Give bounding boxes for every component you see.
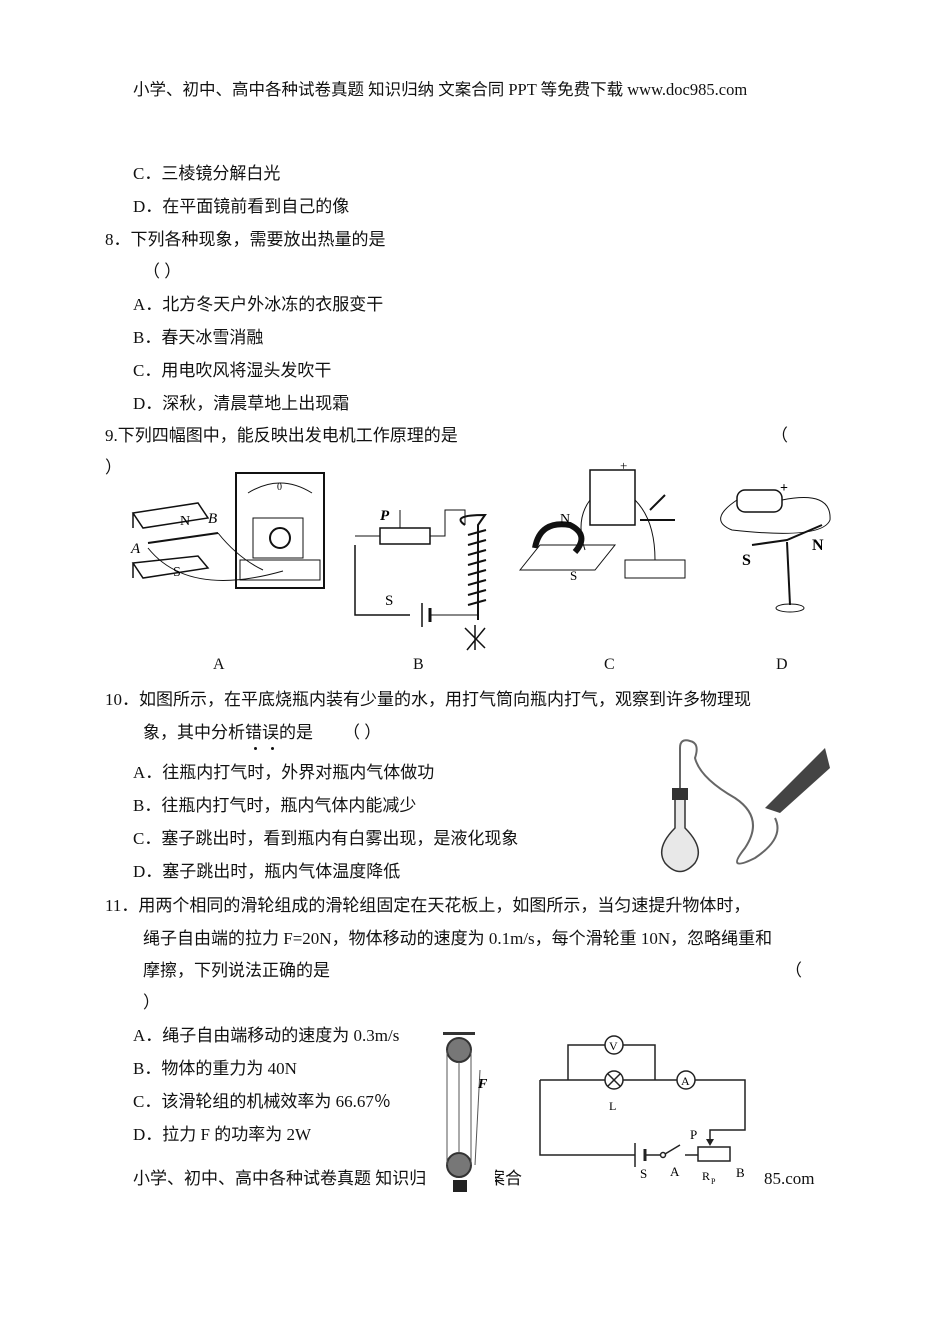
fig-d-n: N [812, 537, 824, 554]
rheostat-r-label: R [702, 1169, 710, 1183]
q11-bracket-close: ） [143, 993, 160, 1012]
q8-option-a: A．北方冬天户外冰冻的衣服变干 [133, 295, 384, 314]
q8-option-c: C．用电吹风将湿头发吹干 [133, 361, 332, 380]
q10-stem-post: 的是 [279, 723, 313, 742]
q10-option-c: C．塞子跳出时，看到瓶内有白雾出现，是液化现象 [133, 829, 519, 848]
q11-option-a: A．绳子自由端移动的速度为 0.3m/s [133, 1026, 400, 1045]
rheostat-a-label: A [670, 1164, 680, 1179]
q10-stem-line2: 象，其中分析错误的是 （ ） [143, 723, 381, 743]
q11-option-c: C．该滑轮组的机械效率为 66.67％ [133, 1092, 391, 1111]
q11-option-d: D．拉力 F 的功率为 2W [133, 1125, 312, 1144]
q10-bracket: （ ） [343, 723, 382, 742]
q9-label-d: D [776, 656, 788, 673]
voltmeter-label: V [609, 1039, 618, 1053]
q10-emphasis-2: 误 [262, 723, 279, 742]
q9-figure-b: P S [354, 508, 487, 651]
q10-flask-figure [660, 739, 830, 873]
fig-d-plus: + [780, 481, 788, 496]
fig-c-plus: + [620, 460, 627, 473]
q7-option-d: D．在平面镜前看到自己的像 [133, 197, 350, 216]
q11-circuit-figure: V A L P S A B R P [539, 1035, 746, 1186]
fig-a-n: N [180, 514, 190, 529]
q11-bracket-open: （ [785, 961, 802, 980]
q9-figure-c: N S + [518, 460, 686, 583]
q9-bracket-close: ） [105, 458, 122, 477]
q10-option-b: B．往瓶内打气时，瓶内气体内能减少 [133, 796, 417, 815]
rheostat-r-subscript: P [711, 1177, 716, 1186]
fig-c-n: N [560, 512, 570, 527]
fig-a-a: A [130, 541, 141, 557]
rheostat-b-label: B [736, 1165, 745, 1180]
q11-option-b: B．物体的重力为 40N [133, 1059, 297, 1078]
page-header: 小学、初中、高中各种试卷真题 知识归纳 文案合同 PPT 等免费下载 www.d… [133, 80, 748, 99]
q9-label-b: B [413, 656, 424, 673]
q9-bracket-open: （ [771, 426, 788, 445]
fig-a-zero: 0 [277, 482, 282, 493]
q8-option-d: D．深秋，清晨草地上出现霜 [133, 394, 350, 413]
pulley-f-label: F [477, 1077, 488, 1092]
q10-stem-line1: 10．如图所示，在平底烧瓶内装有少量的水，用打气筒向瓶内打气，观察到许多物理现 [105, 690, 751, 709]
footer-part-3: 85.com [764, 1169, 815, 1188]
fig-b-s: S [385, 593, 393, 609]
q8-bracket: （ ） [143, 262, 182, 281]
q11-stem-line3: 摩擦，下列说法正确的是 [143, 961, 330, 980]
q10-stem-pre: 象，其中分析 [143, 723, 245, 742]
q10-option-d: D．塞子跳出时，瓶内气体温度降低 [133, 862, 401, 881]
q9-figure-a: N S A B 0 [130, 472, 325, 589]
footer-part-2: 案合 [488, 1169, 522, 1188]
footer-part-1: 小学、初中、高中各种试卷真题 知识归 [133, 1169, 427, 1188]
fig-a-s: S [173, 565, 181, 580]
q9-label-a: A [213, 656, 225, 673]
ammeter-label: A [681, 1074, 690, 1088]
fig-b-p: P [380, 508, 390, 524]
q11-stem-line1: 11．用两个相同的滑轮组成的滑轮组固定在天花板上，如图所示，当匀速提升物体时， [105, 896, 751, 915]
q10-emphasis-1: 错 [245, 723, 262, 742]
fig-d-s: S [742, 552, 751, 569]
slider-p-label: P [690, 1127, 697, 1142]
q7-option-c: C．三棱镜分解白光 [133, 164, 281, 183]
q9-label-c: C [604, 656, 615, 673]
fig-c-s: S [570, 568, 577, 583]
switch-label: S [640, 1166, 647, 1181]
q10-option-a: A．往瓶内打气时，外界对瓶内气体做功 [133, 763, 435, 782]
q9-figure-d: S N + [720, 481, 831, 613]
fig-a-b: B [208, 511, 217, 527]
q11-stem-line2: 绳子自由端的拉力 F=20N，物体移动的速度为 0.1m/s，每个滑轮重 10N… [143, 929, 773, 948]
lamp-label: L [609, 1099, 616, 1113]
q8-stem: 8．下列各种现象，需要放出热量的是 [105, 230, 386, 249]
q9-stem: 9.下列四幅图中，能反映出发电机工作原理的是 [105, 426, 458, 445]
q11-pulley-figure: F [435, 1030, 495, 1195]
q8-option-b: B．春天冰雪消融 [133, 328, 264, 347]
